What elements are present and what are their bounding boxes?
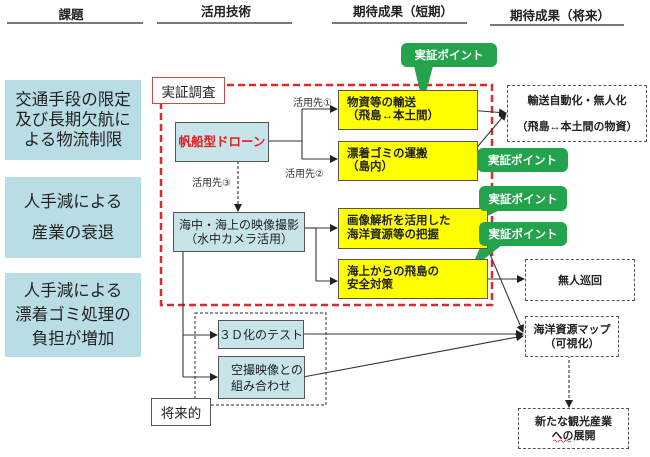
issue-text: 及び長期欠航に xyxy=(15,111,131,129)
short-term-debris: 漂着ゴミの運搬 （島内） xyxy=(338,141,478,181)
short-term-text: （飛島↔本土間） xyxy=(347,110,439,122)
issue-text: 負担が増加 xyxy=(31,330,115,348)
3d-test-box: ３Ｄ化のテスト xyxy=(218,320,304,349)
drone-label: 帆船型ドローン xyxy=(178,135,266,149)
issue-text: 人手減による xyxy=(23,282,123,300)
long-term-resource-map: 海洋資源マップ （可視化） xyxy=(525,316,619,357)
header-underline xyxy=(7,22,143,24)
issue-box-debris: 人手減による 漂着ゴミ処理の 負担が増加 xyxy=(5,273,141,357)
short-term-text: （島内） xyxy=(347,161,393,173)
future-label: 将来的 xyxy=(151,398,211,426)
aerial-combo-box: 空撮映像との 組み合わせ xyxy=(218,356,305,399)
long-term-text: 新たな観光産業 xyxy=(535,415,612,428)
short-term-transport: 物資等の輸送 （飛島↔本土間） xyxy=(338,90,478,130)
long-term-text: （飛島↔本土間の物資） xyxy=(516,120,638,133)
callout-verification-point: 実証ポイント xyxy=(401,43,497,67)
issue-text: よる物流制限 xyxy=(23,131,123,149)
long-term-automation: 輸送自動化・無人化 （飛島↔本土間の物資） xyxy=(507,85,647,142)
short-term-text: 漂着ゴミの運搬 xyxy=(347,147,428,160)
header-technology: 活用技術 xyxy=(200,5,252,19)
short-term-text: 画像解析を活用した xyxy=(347,215,451,227)
issue-text: 産業の衰退 xyxy=(31,223,115,242)
long-term-text: 輸送自動化・無人化 xyxy=(527,94,627,107)
callout-verification-point: 実証ポイント xyxy=(477,148,568,172)
usage-label-2: 活用先② xyxy=(285,169,324,180)
issue-box-logistics: 交通手段の限定 及び長期欠航に よる物流制限 xyxy=(5,80,141,160)
callout-verification-point: 実証ポイント xyxy=(479,222,567,246)
long-term-text: 海洋資源マップ xyxy=(533,323,611,336)
header-short-term: 期待成果（短期） xyxy=(352,5,454,19)
long-term-text: への展開 xyxy=(551,429,596,442)
short-term-safety: 海上からの飛島の 安全対策 xyxy=(338,259,488,299)
usage-label-3: 活用先③ xyxy=(192,178,231,189)
issue-text: 人手減による xyxy=(23,192,123,211)
camera-box: 海中・海上の映像撮影 （水中カメラ活用） xyxy=(173,212,305,252)
usage-label-1: 活用先① xyxy=(293,98,332,109)
long-term-text: （可視化） xyxy=(544,337,600,350)
camera-text: （水中カメラ活用） xyxy=(184,232,293,246)
future-frame xyxy=(194,312,327,406)
short-term-text: 海洋資源等の把握 xyxy=(347,228,439,241)
callout-tail xyxy=(414,66,433,104)
issue-box-industry: 人手減による 産業の衰退 xyxy=(5,177,141,258)
short-term-resource-analysis: 画像解析を活用した 海洋資源等の把握 xyxy=(338,208,488,249)
short-term-text: 安全対策 xyxy=(347,279,393,291)
long-term-text: 無人巡回 xyxy=(558,275,602,287)
short-term-text: 海上からの飛島の xyxy=(347,265,439,278)
future-tech-text: 組み合わせ xyxy=(231,378,292,393)
header-underline xyxy=(490,24,624,26)
callout-verification-point: 実証ポイント xyxy=(479,186,567,211)
long-term-patrol: 無人巡回 xyxy=(525,259,635,301)
issue-text: 交通手段の限定 xyxy=(15,91,131,109)
arrow-aerial-to-map xyxy=(302,333,524,378)
camera-text: 海中・海上の映像撮影 xyxy=(178,218,299,232)
header-underline xyxy=(157,22,292,24)
header-issues: 課題 xyxy=(58,8,84,22)
drone-box: 帆船型ドローン xyxy=(175,122,269,162)
survey-label: 実証調査 xyxy=(152,77,225,104)
long-term-tourism: 新たな観光産業 への展開 xyxy=(518,408,629,449)
header-long-term: 期待成果（将来） xyxy=(509,9,611,23)
future-tech-text: 空撮映像との xyxy=(231,362,303,377)
future-tech-text: ３Ｄ化のテスト xyxy=(219,327,304,342)
header-underline xyxy=(332,22,467,24)
issue-text: 漂着ゴミ処理の xyxy=(15,306,131,324)
short-term-text: 物資等の輸送 xyxy=(347,96,416,109)
